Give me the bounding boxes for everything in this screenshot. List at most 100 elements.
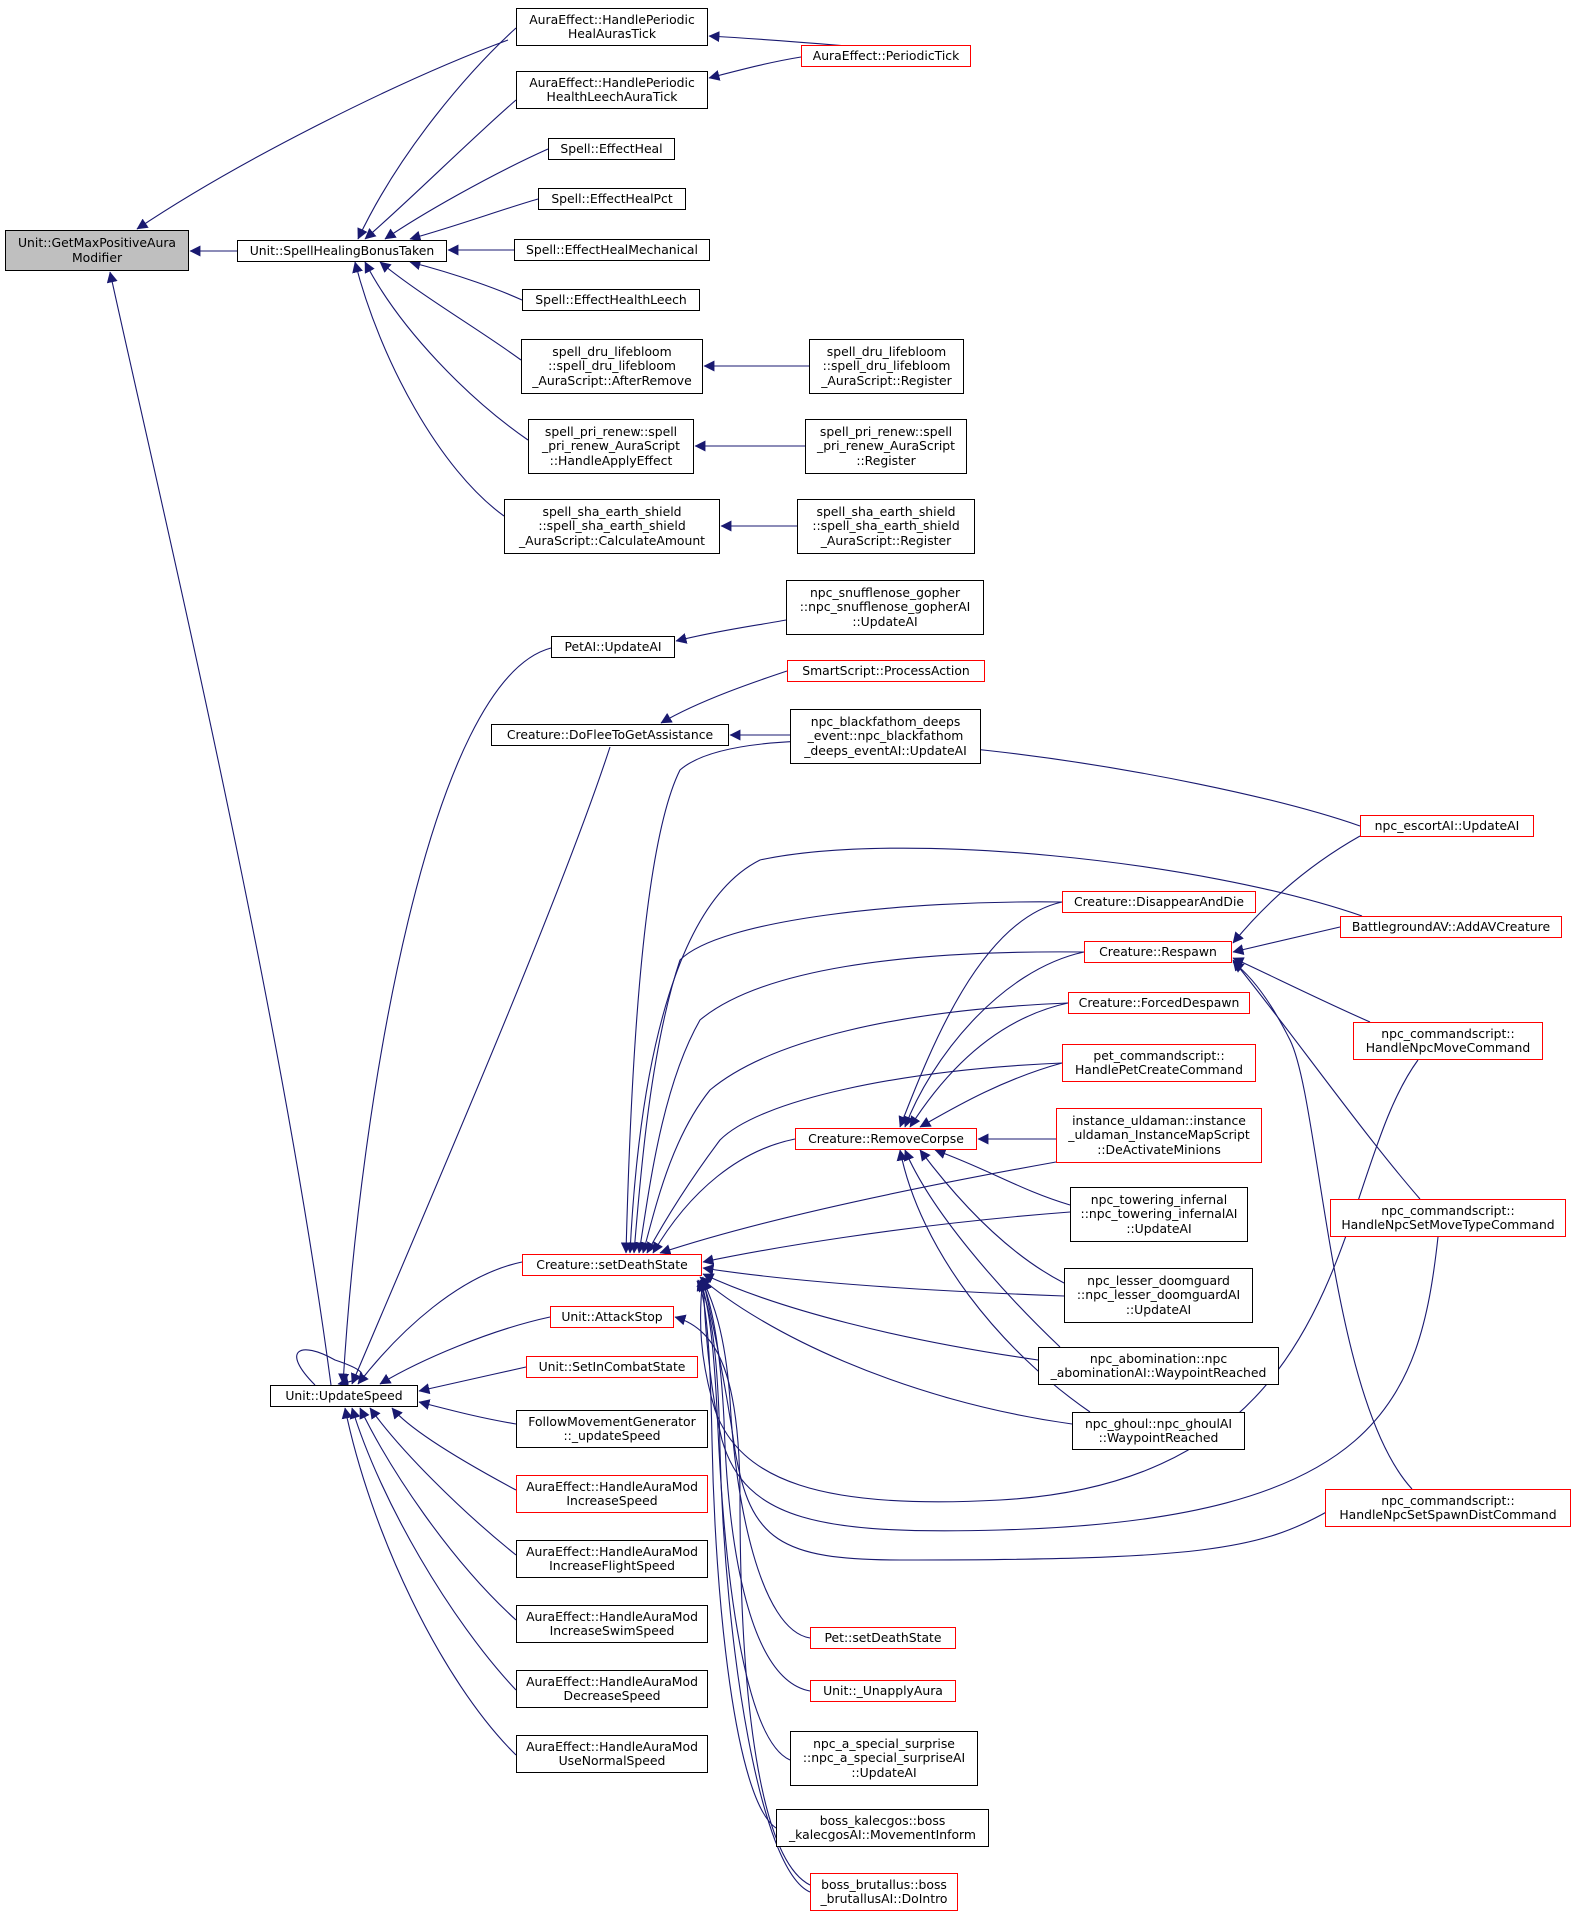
node-label-line: Unit::UpdateSpeed — [285, 1387, 403, 1403]
node-kalecgos[interactable]: boss_kalecgos::boss_kalecgosAI::Movement… — [776, 1809, 989, 1847]
node-effecthealmech[interactable]: Spell::EffectHealMechanical — [514, 239, 710, 261]
node-incombat[interactable]: Unit::SetInCombatState — [526, 1356, 698, 1378]
node-addav[interactable]: BattlegroundAV::AddAVCreature — [1340, 916, 1562, 938]
node-disappear[interactable]: Creature::DisappearAndDie — [1062, 891, 1256, 913]
call-edge — [675, 619, 787, 644]
call-edge — [1232, 926, 1341, 955]
call-edge — [384, 148, 549, 240]
node-blackfathom[interactable]: npc_blackfathom_deeps_event::npc_blackfa… — [790, 709, 981, 764]
node-npcmovetype[interactable]: npc_commandscript::HandleNpcSetMoveTypeC… — [1330, 1199, 1566, 1237]
node-label-line: Unit::AttackStop — [561, 1308, 663, 1324]
node-uldaman[interactable]: instance_uldaman::instance_uldaman_Insta… — [1056, 1108, 1262, 1163]
node-surprise[interactable]: npc_a_special_surprise::npc_a_special_su… — [790, 1731, 978, 1786]
node-label-line: ::spell_sha_earth_shield — [538, 518, 686, 534]
node-updatespeed[interactable]: Unit::UpdateSpeed — [270, 1385, 418, 1407]
node-petcreate[interactable]: pet_commandscript::HandlePetCreateComman… — [1062, 1044, 1256, 1082]
node-label-line: ::UpdateAI — [1126, 1220, 1192, 1236]
node-label-line: spell_dru_lifebloom — [552, 343, 672, 359]
node-effectheal[interactable]: Spell::EffectHeal — [548, 138, 675, 160]
node-effectleech[interactable]: Spell::EffectHealthLeech — [522, 289, 700, 311]
node-earthshield[interactable]: spell_sha_earth_shield::spell_sha_earth_… — [504, 499, 720, 554]
call-edge — [919, 1149, 1065, 1284]
node-label-line: _event::npc_blackfathom — [807, 728, 964, 744]
call-edge — [409, 259, 523, 301]
node-label-line: AuraEffect::HandleAuraMod — [526, 1738, 698, 1754]
call-edge — [702, 1273, 1039, 1361]
node-label-line: _uldaman_InstanceMapScript — [1068, 1127, 1250, 1143]
node-label-line: npc_snufflenose_gopher — [809, 584, 961, 600]
node-ghoul[interactable]: npc_ghoul::npc_ghoulAI::WaypointReached — [1072, 1412, 1245, 1450]
node-renew[interactable]: spell_pri_renew::spell_pri_renew_AuraScr… — [528, 419, 694, 474]
node-label-line: Creature::RemoveCorpse — [808, 1130, 964, 1146]
node-earthshieldreg[interactable]: spell_sha_earth_shield::spell_sha_earth_… — [797, 499, 975, 554]
node-unapply[interactable]: Unit::_UnapplyAura — [810, 1680, 956, 1702]
node-label-line: npc_lesser_doomguard — [1087, 1272, 1230, 1288]
call-edge — [652, 1138, 796, 1254]
node-followupdate[interactable]: FollowMovementGenerator::_updateSpeed — [516, 1410, 708, 1448]
node-npcmove[interactable]: npc_commandscript::HandleNpcMoveCommand — [1353, 1022, 1543, 1060]
node-doomguard[interactable]: npc_lesser_doomguard::npc_lesser_doomgua… — [1064, 1268, 1253, 1323]
node-removecorpse[interactable]: Creature::RemoveCorpse — [795, 1128, 977, 1150]
node-forceddespawn[interactable]: Creature::ForcedDespawn — [1068, 992, 1250, 1014]
node-lifebloomreg[interactable]: spell_dru_lifebloom::spell_dru_lifebloom… — [809, 339, 964, 394]
node-doflee[interactable]: Creature::DoFleeToGetAssistance — [491, 724, 729, 746]
call-edge — [357, 1261, 523, 1385]
node-processaction[interactable]: SmartScript::ProcessAction — [787, 660, 985, 682]
node-brutallus[interactable]: boss_brutallus::boss_brutallusAI::DoIntr… — [810, 1873, 958, 1911]
node-snufflenose[interactable]: npc_snufflenose_gopher::npc_snufflenose_… — [786, 580, 984, 635]
call-edge — [896, 1149, 1091, 1413]
call-edge — [909, 1002, 1069, 1128]
call-edge — [702, 1211, 1071, 1266]
node-label-line: HandleNpcSetMoveTypeCommand — [1341, 1217, 1555, 1232]
node-label-line: pet_commandscript:: — [1093, 1047, 1225, 1063]
node-lifebloom[interactable]: spell_dru_lifebloom::spell_dru_lifebloom… — [521, 339, 703, 394]
call-edge — [379, 1316, 551, 1385]
node-petai[interactable]: PetAI::UpdateAI — [551, 636, 675, 658]
node-label-line: npc_commandscript:: — [1381, 1492, 1515, 1508]
node-label-line: AuraEffect::HandlePeriodic — [529, 74, 695, 90]
node-respawn[interactable]: Creature::Respawn — [1084, 941, 1232, 963]
node-label-line: SmartScript::ProcessAction — [802, 662, 970, 678]
node-label-line: npc_escortAI::UpdateAI — [1374, 817, 1520, 833]
node-periodictick[interactable]: AuraEffect::PeriodicTick — [801, 45, 971, 67]
call-edge — [903, 1149, 1061, 1348]
node-escortai[interactable]: npc_escortAI::UpdateAI — [1360, 815, 1534, 837]
node-abomination[interactable]: npc_abomination::npc_abominationAI::Wayp… — [1038, 1347, 1279, 1385]
call-edge — [357, 27, 517, 240]
call-edge — [708, 56, 802, 81]
node-label-line: UseNormalSpeed — [558, 1753, 666, 1768]
node-label-line: boss_kalecgos::boss — [819, 1812, 946, 1828]
node-effecthealpct[interactable]: Spell::EffectHealPct — [538, 188, 686, 210]
call-edge — [696, 1279, 777, 1829]
node-label-line: Creature::DisappearAndDie — [1073, 893, 1245, 909]
node-label-line: HandleNpcSetSpawnDistCommand — [1339, 1507, 1557, 1522]
node-petdeath[interactable]: Pet::setDeathState — [810, 1627, 956, 1649]
node-label-line: AuraEffect::HandlePeriodic — [529, 11, 695, 27]
node-label-line: ::spell_sha_earth_shield — [812, 518, 960, 534]
node-label-line: spell_sha_earth_shield — [816, 503, 956, 519]
node-label-line: HandlePetCreateCommand — [1074, 1062, 1244, 1077]
node-label-line: npc_commandscript:: — [1381, 1025, 1515, 1041]
node-label-line: ::DeActivateMinions — [1097, 1141, 1221, 1157]
node-renewreg[interactable]: spell_pri_renew::spell_pri_renew_AuraScr… — [805, 419, 967, 474]
node-attackstop[interactable]: Unit::AttackStop — [550, 1306, 674, 1328]
node-setdeathstate[interactable]: Creature::setDeathState — [522, 1254, 702, 1276]
node-label-line: _abominationAI::WaypointReached — [1050, 1365, 1267, 1380]
node-label-line: Spell::EffectHealPct — [551, 190, 673, 206]
node-spawndist[interactable]: npc_commandscript::HandleNpcSetSpawnDist… — [1325, 1489, 1571, 1527]
call-edge — [338, 647, 552, 1385]
node-label-line: ::npc_a_special_surpriseAI — [802, 1750, 966, 1766]
node-healbonus[interactable]: Unit::SpellHealingBonusTaken — [237, 240, 447, 262]
node-towering[interactable]: npc_towering_infernal::npc_towering_infe… — [1070, 1187, 1248, 1242]
node-label-line: boss_brutallus::boss — [821, 1876, 947, 1892]
call-edge — [700, 1279, 811, 1692]
